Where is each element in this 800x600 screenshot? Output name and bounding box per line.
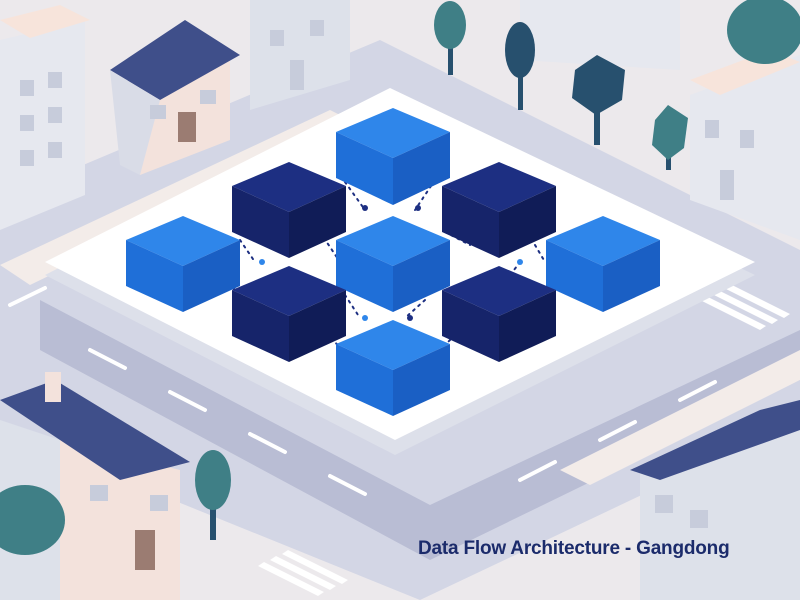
cube-bright-right bbox=[546, 216, 660, 312]
connector-nodes bbox=[259, 205, 523, 321]
cube-bright-left bbox=[126, 216, 240, 312]
building-top-center bbox=[250, 0, 350, 110]
cube-bright-top bbox=[336, 108, 450, 205]
building-top-right bbox=[520, 0, 800, 240]
building-top-left bbox=[0, 5, 90, 230]
house-bottom-left bbox=[0, 372, 231, 600]
cube-dark-left-lower bbox=[232, 266, 346, 362]
house-bottom-right bbox=[630, 400, 800, 600]
trees-top bbox=[434, 0, 800, 170]
caption-title: Data Flow Architecture - Gangdong bbox=[418, 538, 730, 559]
cube-bright-center bbox=[336, 216, 450, 312]
house-top-left bbox=[110, 20, 240, 175]
cube-dark-left-upper bbox=[232, 162, 346, 258]
cube-dark-right-lower bbox=[442, 266, 556, 362]
cube-bright-bottom bbox=[336, 320, 450, 416]
cube-dark-right-upper bbox=[442, 162, 556, 258]
